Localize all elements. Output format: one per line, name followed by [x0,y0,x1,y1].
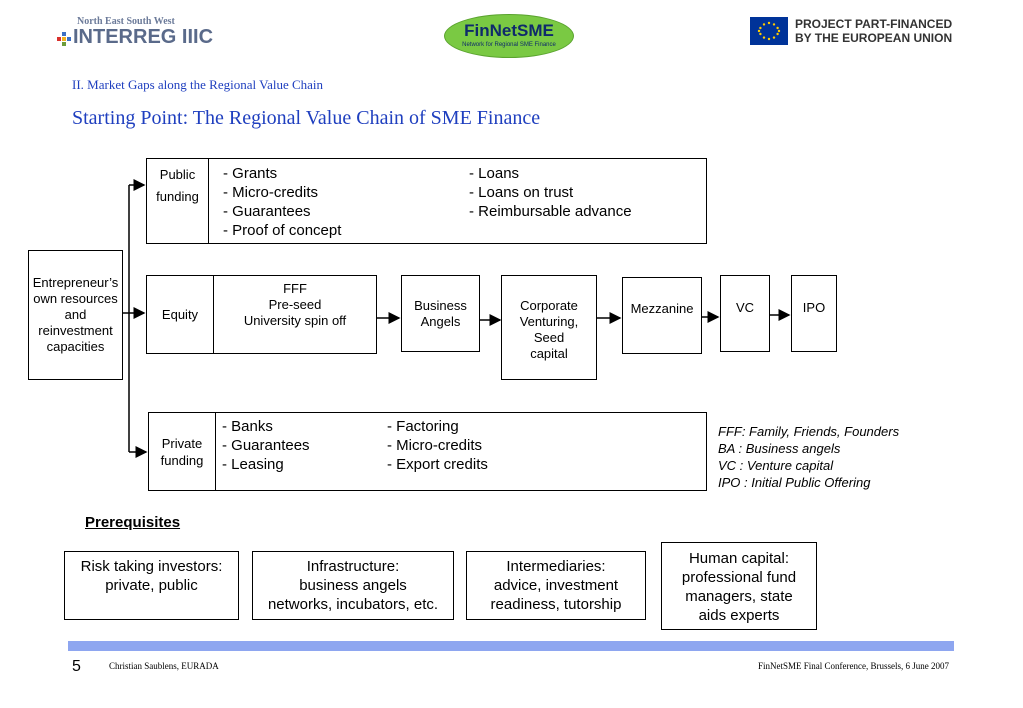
corporate-line: Venturing, [519,314,579,329]
public-funding-box [146,158,707,244]
public-funding-divider [208,158,209,244]
business-angels-line: Angels [420,313,461,329]
prereq-line: Intermediaries: [506,558,606,575]
finnet-logo-subtext: Network for Regional SME Finance [462,42,556,48]
eu-text-line2: BY THE EUROPEAN UNION [795,31,953,45]
public-funding-list-2: - Loans - Loans on trust - Reimbursable … [469,164,632,221]
list-item: - Loans on trust [469,184,574,201]
prereq-line: aids experts [698,607,780,624]
abbreviation-legend: FFF: Family, Friends, Founders BA : Busi… [718,423,899,491]
list-item: - Guarantees [223,203,311,220]
prereq-box-investors: Risk taking investors: private, public [64,551,239,620]
equity-box [146,275,377,354]
corporate-line: Seed [533,330,565,345]
ipo-box: IPO [791,275,837,352]
prereq-line: Risk taking investors: [80,558,223,575]
footer-author: Christian Saublens, EURADA [109,661,219,671]
public-label-line1: Public [159,167,196,182]
list-item: - Guarantees [222,437,310,454]
public-funding-list-1: - Grants - Micro-credits - Guarantees - … [223,164,341,240]
private-funding-list-2: - Factoring - Micro-credits - Export cre… [387,417,488,474]
footer-event: FinNetSME Final Conference, Brussels, 6 … [758,661,949,671]
interreg-logo: North East South West INTERREG IIIC [55,16,215,50]
eu-text-line1: PROJECT PART-FINANCED [795,17,953,31]
eu-stars-icon [757,21,781,41]
legend-item: BA : Business angels [718,441,841,456]
prerequisites-heading: Prerequisites [85,514,181,531]
mezzanine-text: Mezzanine [630,301,694,316]
private-label-line2: funding [160,453,204,468]
prereq-line: networks, incubators, etc. [267,596,439,613]
equity-label: Equity [161,306,199,322]
prereq-box-human-capital: Human capital: professional fund manager… [661,542,817,630]
prereq-line: advice, investment [493,577,619,594]
fff-line: FFF [283,281,307,296]
prereq-line: readiness, tutorship [490,596,622,613]
public-funding-label: Public funding [147,164,208,208]
business-angels-line: Business [414,297,467,313]
prereq-box-infrastructure: Infrastructure: business angels networks… [252,551,454,620]
interreg-big-text: INTERREG IIIC [73,26,214,48]
business-angels-box: Business Angels [401,275,480,352]
public-label-line2: funding [156,189,199,204]
mezzanine-box: Mezzanine [622,277,702,354]
list-item: - Factoring [387,418,459,435]
interreg-small-text: North East South West [77,16,175,27]
list-item: - Proof of concept [223,222,342,239]
section-subtitle: II. Market Gaps along the Regional Value… [72,77,324,92]
list-item: - Leasing [222,456,284,473]
list-item: - Export credits [387,456,488,473]
finnet-logo: FinNetSME Network for Regional SME Finan… [444,14,574,58]
entrepreneur-box: Entrepreneur’s own resources and reinves… [28,250,123,380]
corporate-venturing-box: Corporate Venturing, Seed capital [501,275,597,380]
prereq-line: private, public [105,577,198,594]
vc-box: VC [720,275,770,352]
vc-text: VC [735,300,755,315]
corporate-line: capital [530,346,568,361]
entrepreneur-text: Entrepreneur’s own resources and reinves… [32,275,119,354]
list-item: - Micro-credits [387,437,483,454]
legend-item: FFF: Family, Friends, Founders [718,424,900,439]
private-funding-label: Private funding [149,435,215,469]
footer-bar [68,641,954,651]
eu-flag-icon [750,17,788,45]
private-label-line1: Private [161,436,203,451]
list-item: - Grants [223,165,278,182]
page-title: Starting Point: The Regional Value Chain… [72,107,541,129]
fff-stage: FFF Pre-seed University spin off [214,281,376,329]
private-funding-divider [215,412,216,491]
prereq-box-intermediaries: Intermediaries: advice, investment readi… [466,551,646,620]
private-funding-list-1: - Banks - Guarantees - Leasing [222,417,310,474]
corporate-line: Corporate [520,298,578,313]
prereq-line: Infrastructure: [306,558,400,575]
list-item: - Loans [469,165,520,182]
equity-divider [213,275,214,354]
list-item: - Reimbursable advance [469,203,632,220]
prereq-line: professional fund [681,569,797,586]
prereq-line: managers, state [685,588,793,605]
private-funding-box [148,412,707,491]
interreg-squares-icon [57,32,71,46]
fff-line: University spin off [243,313,347,328]
page-number: 5 [72,658,81,675]
list-item: - Banks [222,418,273,435]
legend-item: IPO : Initial Public Offering [718,475,871,490]
ipo-text: IPO [802,300,826,315]
fff-line: Pre-seed [268,297,322,312]
list-item: - Micro-credits [223,184,319,201]
legend-item: VC : Venture capital [718,458,834,473]
prereq-line: business angels [299,577,407,594]
finnet-logo-text: FinNetSME [464,21,554,40]
prereq-line: Human capital: [688,550,790,567]
